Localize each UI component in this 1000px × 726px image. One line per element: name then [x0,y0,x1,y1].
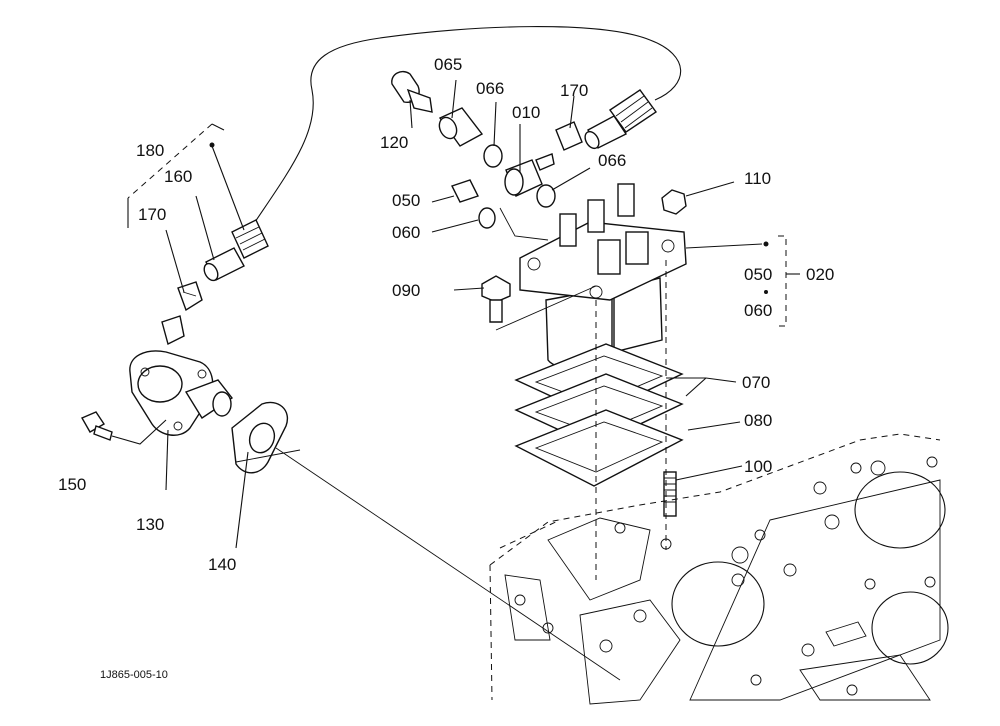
nut-110 [661,189,687,215]
label-070: 070 [742,373,770,392]
label-060-left: 060 [392,223,420,242]
bolt-090 [481,275,511,323]
label-170-right: 170 [560,81,588,100]
engine-block [489,433,949,705]
washer-066-top [483,144,503,168]
cable-end-160 [203,219,269,282]
label-100: 100 [744,457,772,476]
label-020: 020 [806,265,834,284]
washer-066-bottom [536,184,556,208]
label-010: 010 [512,103,540,122]
sleeve-065 [438,107,484,147]
shim-080 [514,409,684,487]
label-050-right: 050 [744,265,772,284]
cable-cap-170-left [177,281,203,312]
label-090: 090 [392,281,420,300]
screw-050 [451,179,479,203]
leader-lines [111,79,800,681]
label-050-left: 050 [392,191,420,210]
stud-100 [663,471,677,517]
label-066-top: 066 [476,79,504,98]
label-065: 065 [434,55,462,74]
label-066-bottom: 066 [598,151,626,170]
label-110: 110 [744,169,771,188]
shims-070 [514,343,684,447]
washer-060 [478,207,496,229]
label-170-left: 170 [138,205,166,224]
label-060-right: 060 [744,301,772,320]
tachometer-cable [254,26,682,223]
joint-010 [504,153,555,197]
label-150: 150 [58,475,86,494]
label-180: 180 [136,141,164,160]
label-120: 120 [380,133,408,152]
label-080: 080 [744,411,772,430]
reference-code: 1J865-005-10 [100,669,168,681]
bolt-150 [81,411,113,441]
cable-end-right [584,89,657,150]
cable-cap-170-right [555,121,583,151]
label-130: 130 [136,515,164,534]
gasket-140 [231,401,289,474]
tachometer-drive-130 [129,315,234,436]
label-140: 140 [208,555,236,574]
label-160: 160 [164,167,192,186]
injection-pump [519,183,687,370]
banjo-120 [391,70,433,113]
